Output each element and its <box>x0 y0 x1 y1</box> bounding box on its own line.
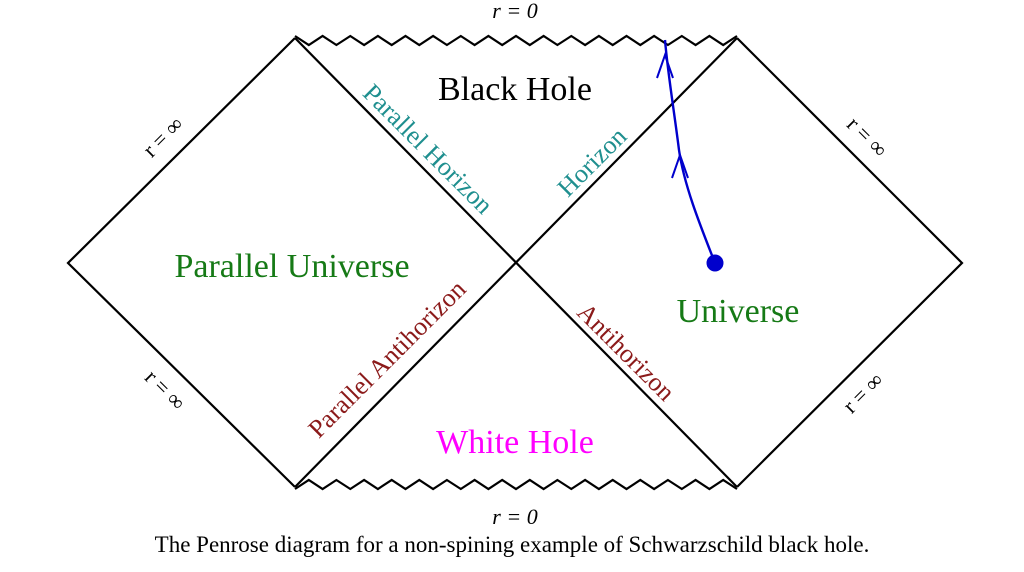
white-hole-label: White Hole <box>436 424 594 461</box>
r-infinity-upper-right: r = ∞ <box>842 111 893 162</box>
singularity-bottom-zigzag <box>294 478 738 491</box>
r-infinity-upper-left: r = ∞ <box>137 111 188 162</box>
black-hole-label: Black Hole <box>438 71 592 108</box>
antihorizon-label: Antihorizon <box>571 297 680 406</box>
parallel-antihorizon-label: Parallel Antihorizon <box>302 274 471 443</box>
singularity-top-zigzag <box>294 34 738 47</box>
r-infinity-lower-right: r = ∞ <box>837 367 888 418</box>
left-diamond-edges <box>66 37 296 488</box>
top-boundary-label: r = 0 <box>492 0 537 23</box>
right-diamond-edges <box>736 37 964 488</box>
observer-dot <box>706 254 724 272</box>
arrow-icon <box>656 51 674 79</box>
figure-caption: The Penrose diagram for a non-spining ex… <box>154 532 870 557</box>
horizon-line-b <box>294 37 738 488</box>
worldline <box>656 39 724 272</box>
r-infinity-lower-left: r = ∞ <box>140 364 191 415</box>
universe-label: Universe <box>677 293 800 330</box>
parallel-universe-label: Parallel Universe <box>174 248 409 285</box>
bottom-boundary-label: r = 0 <box>492 504 537 529</box>
arrow-icon <box>671 151 689 179</box>
horizon-label: Horizon <box>552 122 633 203</box>
